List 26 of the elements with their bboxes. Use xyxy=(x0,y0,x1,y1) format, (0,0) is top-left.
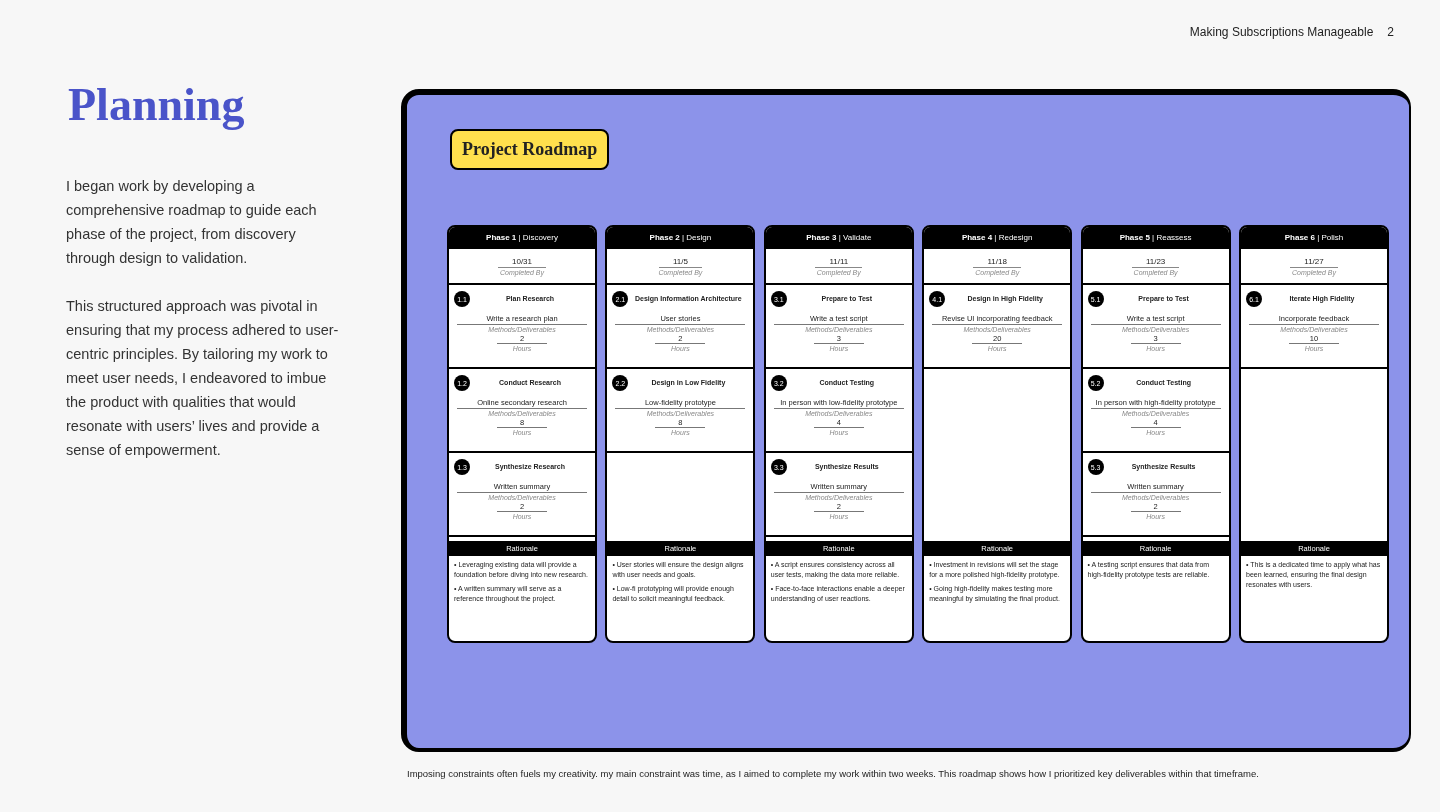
due-date: 11/18 xyxy=(973,256,1021,268)
due-date: 11/23 xyxy=(1131,256,1180,268)
phase-card xyxy=(1239,225,1389,643)
due-date: 10/31 xyxy=(498,256,546,268)
page-header: Making Subscriptions Manageable xyxy=(1189,25,1374,39)
phase-header: Phase 5 | Reassess xyxy=(1082,227,1229,249)
roadmap-title: Project Roadmap xyxy=(450,129,610,170)
due-date: 11/5 xyxy=(658,256,702,268)
phase-card xyxy=(447,225,597,643)
phase-card xyxy=(1080,225,1231,643)
phase-header: Phase 6 | Polish xyxy=(1241,227,1387,249)
phase-card xyxy=(605,225,756,643)
page-number: 2 xyxy=(1387,25,1394,39)
phase-header: Phase 3 | Validate xyxy=(765,227,912,249)
phase-header: Phase 4 | Redesign xyxy=(924,227,1071,249)
body-paragraph: This structured approach was pivotal in ensuring that my process adhered to user-centric principles. By tailoring my work to meet user needs, I endeavored to imbue the product with qualities that would resonate with users’ lives and provide a sense of empowerment. xyxy=(66,297,340,460)
roadmap-panel xyxy=(401,89,1411,752)
caption: Imposing constraints often fuels my creativity. my main constraint was time, as I aimed to complete my work within two weeks. This roadmap shows how I prioritized key deliverables within that timeframe. xyxy=(407,768,1259,779)
due-date: 11/11 xyxy=(815,256,863,268)
due-date: 11/27 xyxy=(1290,256,1338,268)
body-paragraph: I began work by developing a comprehensive roadmap to guide each phase of the project, from discovery through design to validation. xyxy=(66,177,318,268)
phase-card xyxy=(763,225,914,643)
phase-card xyxy=(922,225,1073,643)
page-title: Planning xyxy=(68,78,245,131)
phase-header: Phase 1 | Discovery xyxy=(449,227,595,249)
phase-header: Phase 2 | Design xyxy=(607,227,754,249)
